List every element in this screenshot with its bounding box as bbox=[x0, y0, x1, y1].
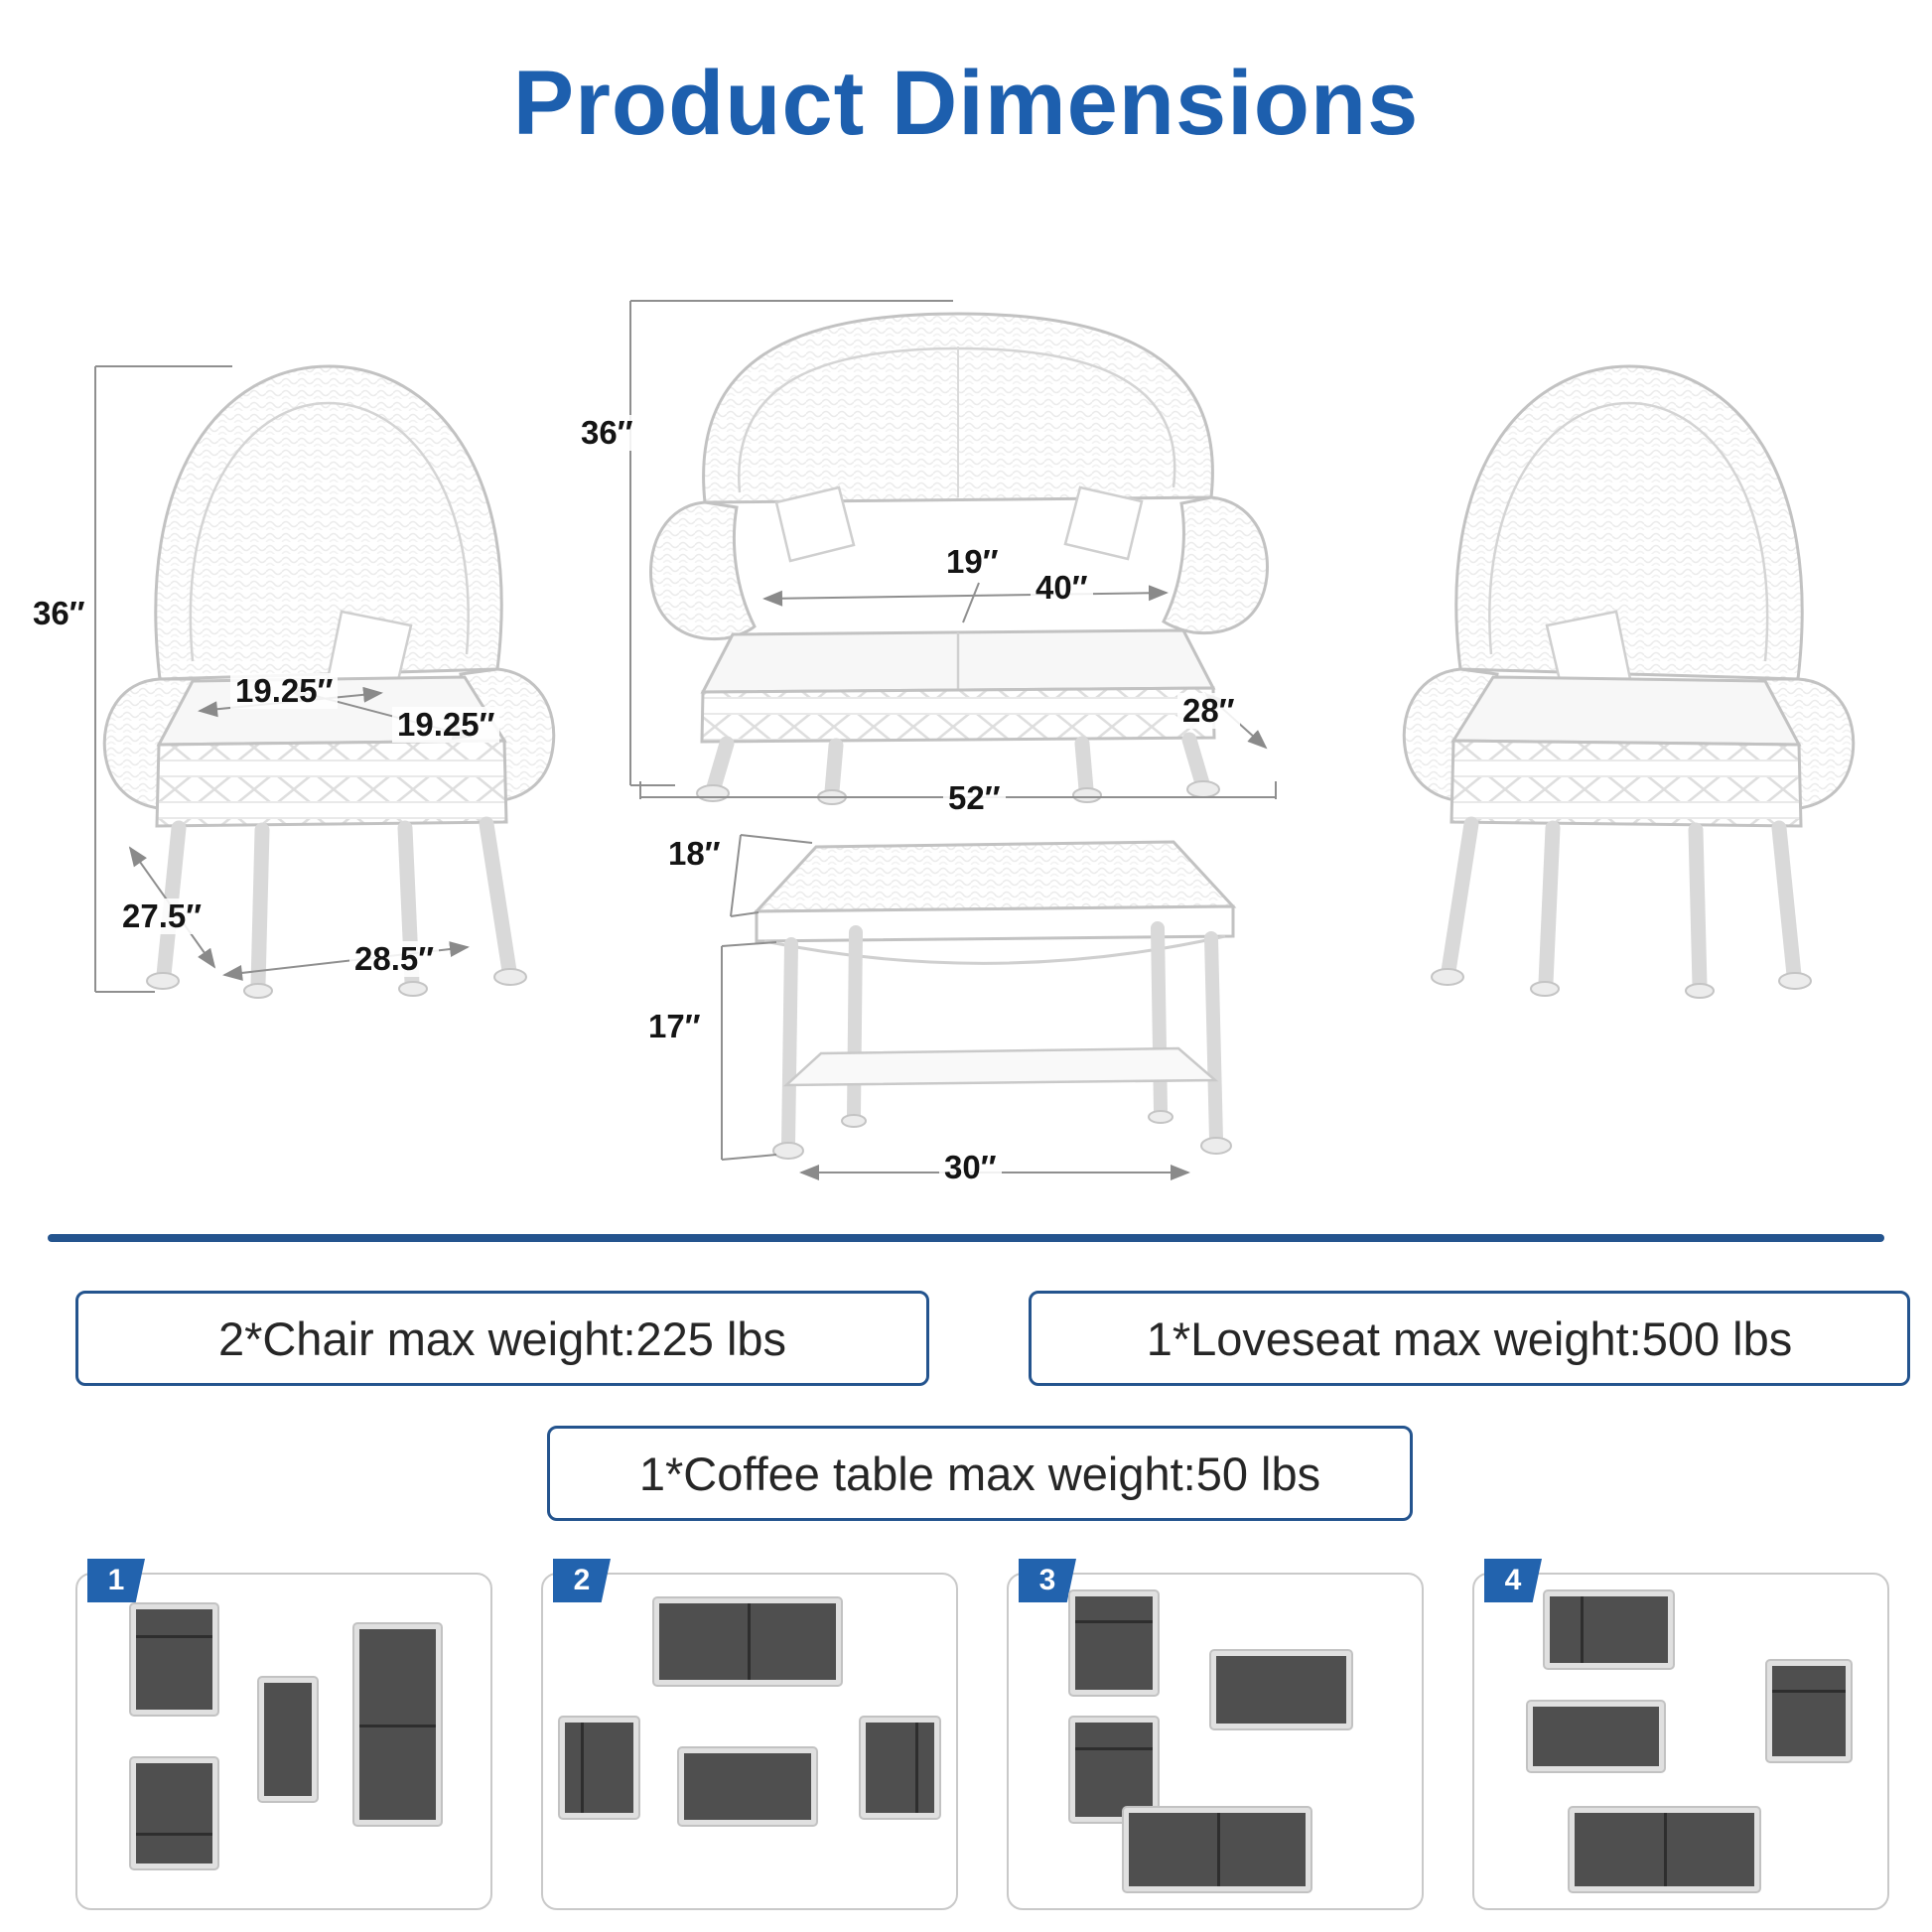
layout-piece-chair bbox=[1767, 1661, 1851, 1762]
page-title: Product Dimensions bbox=[512, 53, 1420, 154]
spec-loveseat-max-weight: 1*Loveseat max weight:500 lbs bbox=[1029, 1291, 1910, 1386]
cushion-seam bbox=[1217, 1813, 1221, 1887]
cushion-seam bbox=[581, 1723, 585, 1814]
loveseat-depth-label: 28″ bbox=[1177, 692, 1240, 730]
layout-option-1: 1 bbox=[75, 1559, 492, 1910]
loveseat-illustration bbox=[629, 300, 1277, 805]
spec-loveseat-text: 1*Loveseat max weight:500 lbs bbox=[1146, 1311, 1793, 1365]
layout-3-number-badge: 3 bbox=[1019, 1559, 1076, 1602]
loveseat-cushion-depth-label: 19″ bbox=[941, 543, 1004, 581]
chair-seat-width-label: 19.25″ bbox=[392, 706, 500, 744]
table-height-label: 17″ bbox=[643, 1008, 706, 1045]
layout-piece-loveseat bbox=[1569, 1808, 1760, 1892]
layout-piece-loveseat bbox=[654, 1597, 841, 1685]
layout-piece-table bbox=[1210, 1651, 1352, 1728]
cushion-seam bbox=[1075, 1746, 1153, 1750]
loveseat-height-label: 36″ bbox=[576, 414, 638, 452]
layout-option-4: 4 bbox=[1472, 1559, 1889, 1910]
layout-piece-table bbox=[679, 1747, 816, 1825]
layout-option-3: 3 bbox=[1007, 1559, 1424, 1910]
cushion-seam bbox=[1075, 1620, 1153, 1624]
layout-piece-chair bbox=[1070, 1718, 1158, 1822]
chair-base-width-label: 28.5″ bbox=[349, 940, 440, 978]
layout-2-number-badge: 2 bbox=[553, 1559, 611, 1602]
layout-piece-loveseat bbox=[1124, 1808, 1311, 1892]
cushion-seam bbox=[1664, 1813, 1668, 1887]
furniture-diagram bbox=[94, 300, 1932, 1180]
layout-piece-chair bbox=[131, 1757, 218, 1868]
loveseat-width-label: 52″ bbox=[943, 779, 1006, 817]
layout-1-number-badge: 1 bbox=[87, 1559, 145, 1602]
spec-chair-max-weight: 2*Chair max weight:225 lbs bbox=[75, 1291, 929, 1386]
chair-base-depth-label: 27.5″ bbox=[117, 897, 207, 935]
cushion-seam bbox=[915, 1723, 918, 1814]
chair-height-label: 36″ bbox=[28, 595, 90, 632]
cushion-seam bbox=[136, 1833, 213, 1837]
cushion-seam bbox=[136, 1635, 213, 1639]
layout-piece-table bbox=[259, 1678, 318, 1802]
cushion-seam bbox=[1772, 1689, 1846, 1693]
cushion-seam bbox=[747, 1602, 751, 1680]
product-dimensions-diagram bbox=[0, 289, 1932, 1232]
chair-seat-depth-label: 19.25″ bbox=[230, 672, 339, 710]
table-top-depth-label: 18″ bbox=[663, 835, 726, 873]
layout-options: 1 2 3 4 bbox=[0, 1559, 1932, 1926]
layout-piece-chair bbox=[1070, 1590, 1158, 1695]
section-divider bbox=[48, 1234, 1884, 1242]
layout-piece-chair bbox=[1544, 1590, 1673, 1669]
layout-piece-chair bbox=[559, 1718, 638, 1819]
layout-piece-chair bbox=[131, 1604, 218, 1716]
spec-table-max-weight: 1*Coffee table max weight:50 lbs bbox=[547, 1426, 1413, 1521]
layout-piece-chair bbox=[861, 1718, 940, 1819]
cushion-seam bbox=[1580, 1595, 1584, 1664]
layout-piece-table bbox=[1528, 1701, 1665, 1772]
table-width-label: 30″ bbox=[939, 1149, 1002, 1186]
layout-option-2: 2 bbox=[541, 1559, 958, 1910]
layout-4-number-badge: 4 bbox=[1484, 1559, 1542, 1602]
spec-table-text: 1*Coffee table max weight:50 lbs bbox=[638, 1447, 1321, 1500]
cushion-seam bbox=[358, 1725, 437, 1728]
coffee-table-illustration bbox=[721, 834, 1237, 1180]
chair-right-illustration bbox=[1404, 366, 1854, 998]
spec-chair-text: 2*Chair max weight:225 lbs bbox=[217, 1311, 787, 1365]
layout-piece-loveseat bbox=[353, 1624, 442, 1825]
loveseat-seat-width-label: 40″ bbox=[1031, 569, 1093, 607]
